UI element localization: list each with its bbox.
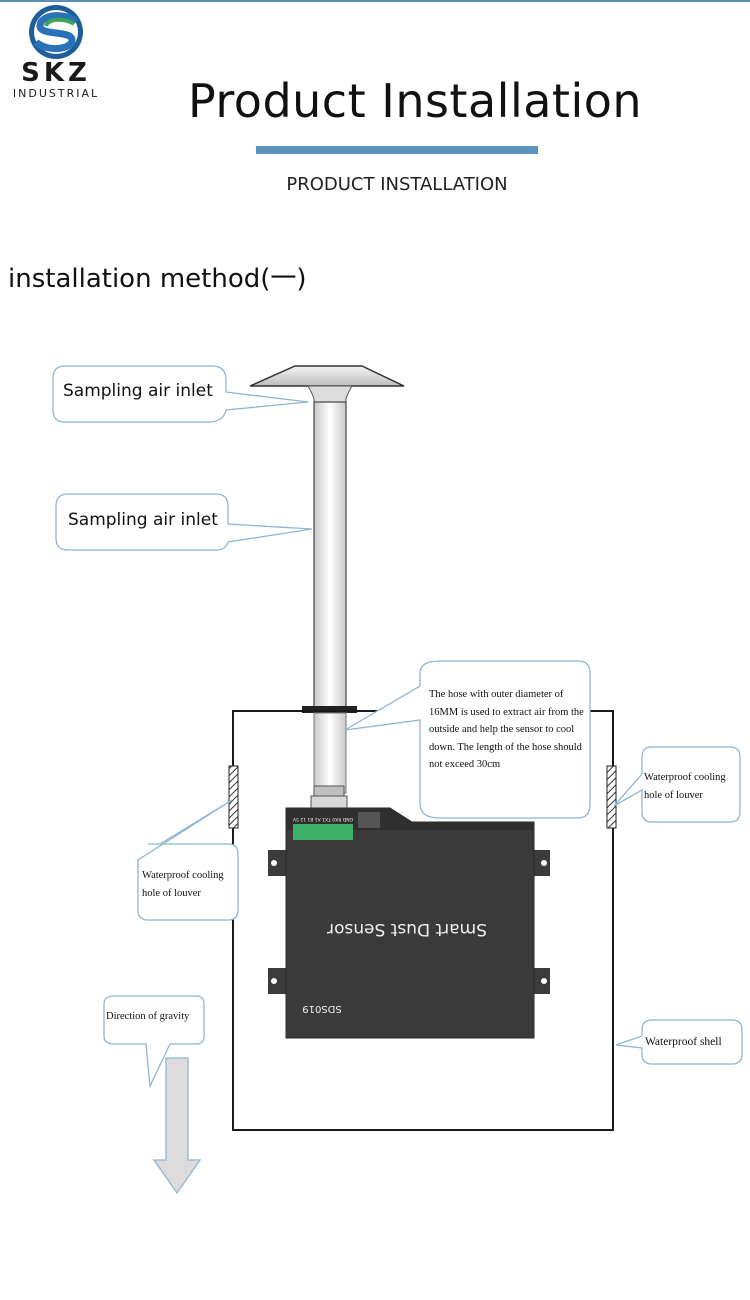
- page-subtitle: PRODUCT INSTALLATION: [286, 174, 508, 195]
- device-label: Smart Dust Sensor: [327, 919, 487, 939]
- callout-shell: Waterproof shell: [645, 1036, 722, 1048]
- section-heading: installation method(一): [8, 264, 307, 294]
- callout-gravity: Direction of gravity: [106, 1011, 190, 1022]
- callout-louver-right: Waterproof cooling hole of louver: [644, 772, 726, 801]
- gravity-arrow-icon: [152, 1057, 202, 1195]
- brand-tagline: INDUSTRIAL: [12, 87, 100, 100]
- sampling-pipe: [302, 401, 357, 794]
- louver-left: [228, 765, 239, 829]
- brand-name: SKZ: [21, 58, 91, 88]
- device-model: SDS019: [302, 1003, 341, 1014]
- sensor-box: [268, 807, 550, 1039]
- callout-louver-left: Waterproof cooling hole of louver: [142, 870, 224, 899]
- callout-hose-note: The hose with outer diameter of 16MM is …: [429, 689, 584, 770]
- title-underline: [256, 146, 538, 154]
- top-rule: [0, 0, 750, 2]
- brand-logo: SKZ INDUSTRIAL: [0, 0, 112, 104]
- louver-right: [606, 765, 617, 829]
- callout-sampling-inlet-top: Sampling air inlet: [63, 381, 213, 401]
- skz-emblem-icon: [29, 5, 83, 59]
- terminal-labels: GND RX0 TX1 A1 B1 12 5V: [292, 816, 353, 822]
- callout-bubbles: [52, 365, 743, 1089]
- callout-sampling-inlet-pipe: Sampling air inlet: [68, 510, 218, 530]
- page-title: Product Installation: [187, 74, 643, 128]
- sampling-cap: [249, 365, 405, 403]
